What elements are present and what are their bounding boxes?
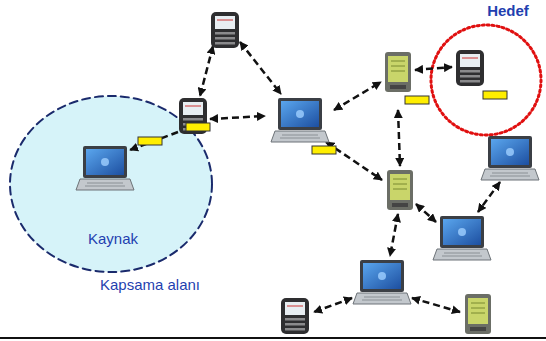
circle-outline: [426, 2, 546, 142]
link-arrow: [390, 214, 398, 256]
link-arrow: [416, 204, 436, 222]
phone-icon: [456, 50, 484, 86]
link-arrow: [398, 110, 400, 166]
phone-icon: [211, 12, 239, 48]
phone-icon: [281, 298, 309, 334]
laptop-icon: [76, 146, 134, 190]
data-packet: [312, 146, 336, 154]
link-arrow: [412, 298, 460, 312]
coverage-area: KaynakKapsama alanı: [8, 92, 218, 298]
data-packet: [186, 123, 210, 131]
laptop-icon: [353, 260, 411, 304]
pda-icon: [385, 52, 411, 92]
pda-icon: [465, 294, 491, 334]
pda-icon: [387, 170, 413, 210]
source-range: Kaynak: [55, 118, 155, 252]
laptop-icon: [433, 216, 491, 260]
link-arrow: [240, 42, 281, 94]
link-arrow: [210, 116, 265, 119]
bottom-rule: [0, 337, 546, 339]
data-packet: [405, 96, 429, 104]
laptop-icon: [481, 136, 539, 180]
ellipse-outline: [8, 92, 218, 298]
laptop-icon: [271, 98, 329, 142]
link-arrow: [334, 82, 381, 110]
link-arrow: [314, 298, 352, 312]
circle-outline: [431, 25, 541, 135]
target-range: Hedef: [426, 2, 546, 142]
region-label: Kaynak: [88, 230, 138, 248]
region-label: Kapsama alanı: [100, 276, 200, 294]
data-packet: [483, 91, 507, 99]
ellipse-outline: [10, 96, 212, 272]
data-packet: [138, 137, 162, 145]
region-label: Hedef: [487, 2, 529, 20]
link-arrow: [200, 46, 213, 96]
link-arrow: [478, 182, 500, 212]
